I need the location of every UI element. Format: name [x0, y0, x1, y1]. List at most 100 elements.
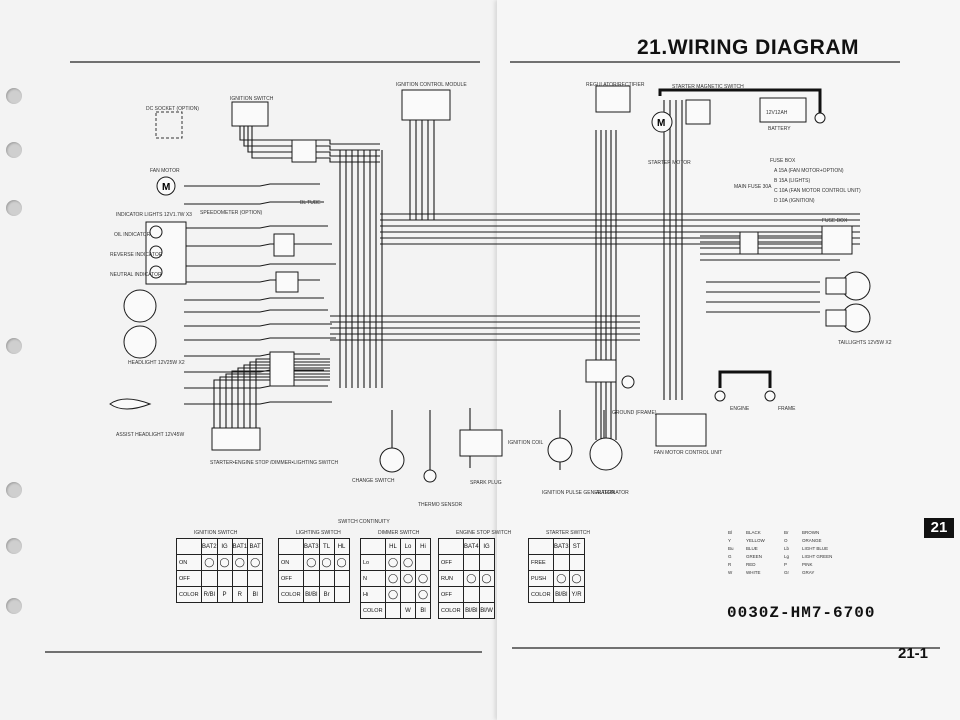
table-cell	[463, 554, 480, 571]
table-column-header: IG	[478, 538, 495, 555]
starter-motor-glyph: M	[657, 118, 665, 129]
connector-block	[739, 231, 759, 255]
fan-control-unit-block	[655, 413, 707, 447]
neutral-indicator-label: NEUTRAL INDICATOR	[110, 272, 162, 278]
legend-color-name: LIGHT GREEN	[802, 554, 833, 559]
table-corner-cell	[176, 538, 202, 555]
speedometer-label: SPEEDOMETER (OPTION)	[200, 210, 263, 216]
table-cell: Bl/Bl	[553, 586, 570, 603]
table-cell	[400, 586, 416, 603]
assist-headlight-label: ASSIST HEADLIGHT 12V45W	[116, 432, 185, 438]
legend-code: G	[728, 554, 732, 559]
oil-indicator-label: OIL INDICATOR	[114, 232, 151, 238]
binder-hole	[6, 482, 22, 498]
table-corner-cell	[278, 538, 304, 555]
bl-tube-label: BL TUBE	[300, 200, 321, 206]
continuity-dot: ◯	[201, 554, 218, 571]
continuity-dot: ◯	[568, 570, 585, 587]
table-column-header: BAT4	[463, 538, 480, 555]
switch-continuity-title: SWITCH CONTINUITY	[338, 519, 390, 525]
legend-code: O	[784, 538, 788, 543]
thermo-sensor-label: THERMO SENSOR	[418, 502, 463, 508]
table-row-label: PUSH	[528, 570, 554, 587]
continuity-dot: ◯	[553, 570, 570, 587]
table-column-header: TL	[318, 538, 335, 555]
table-cell: Bl/W	[478, 602, 495, 619]
table-cell	[333, 570, 350, 587]
battery-rating-label: 12V12AH	[766, 110, 788, 116]
continuity-dot: ◯	[303, 554, 320, 571]
ignition-pulse-generator-label: IGNITION PULSE GENERATOR	[542, 490, 615, 496]
fan-motor-symbol	[156, 176, 176, 196]
table-column-header: Hi	[415, 538, 431, 555]
spark-plug-label: SPARK PLUG	[470, 480, 502, 486]
binder-hole	[6, 142, 22, 158]
regulator-rectifier-label: REGULATOR/RECTIFIER	[586, 82, 645, 88]
component-wire	[184, 183, 320, 187]
table-row-label: ON	[176, 554, 202, 571]
table-row-label: COLOR	[176, 586, 202, 603]
thermo-sensor-symbol	[423, 469, 437, 483]
alternator-symbol	[589, 437, 623, 471]
component-wire	[184, 279, 320, 283]
legend-color-name: GREEN	[746, 554, 763, 559]
continuity-table-caption: ENGINE STOP SWITCH	[456, 530, 512, 536]
fan-motor-label: FAN MOTOR	[150, 168, 180, 174]
table-corner-cell	[528, 538, 554, 555]
fuse-d-label: D 10A (IGNITION)	[774, 198, 815, 204]
battery-label: BATTERY	[768, 126, 791, 132]
ignition-wire	[239, 122, 380, 145]
legend-color-name: LIGHT BLUE	[802, 546, 829, 551]
legend-code: Lb	[784, 546, 790, 551]
continuity-table-caption: DIMMER SWITCH	[378, 530, 420, 536]
table-column-header: BAT3	[303, 538, 320, 555]
continuity-dot: ◯	[216, 554, 233, 571]
switch-wire	[255, 358, 330, 430]
component-wire	[184, 353, 320, 357]
battery-block	[759, 97, 807, 123]
binder-hole	[6, 88, 22, 104]
legend-color-name: WHITE	[746, 570, 761, 575]
continuity-dot: ◯	[247, 554, 264, 571]
continuity-dot: ◯	[385, 586, 401, 603]
fuse-c-label: C 10A (FAN MOTOR CONTROL UNIT)	[774, 188, 861, 194]
table-cell	[216, 570, 233, 587]
continuity-dot: ◯	[463, 570, 480, 587]
table-column-header: HL	[333, 538, 350, 555]
table-cell: P	[216, 586, 233, 603]
connector-block	[275, 271, 299, 293]
table-cell	[231, 570, 249, 587]
legend-code: Lg	[784, 554, 790, 559]
ignition-switch-label: IGNITION SWITCH	[230, 96, 274, 102]
component-wire	[184, 385, 328, 389]
legend-color-name: ORANGE	[802, 538, 822, 543]
continuity-dot: ◯	[318, 554, 335, 571]
regulator-rectifier-block	[595, 85, 631, 113]
taillight-socket	[825, 277, 847, 295]
table-row-label: COLOR	[278, 586, 304, 603]
continuity-table-caption: IGNITION SWITCH	[194, 530, 238, 536]
legend-color-name: RED	[746, 562, 756, 567]
table-row-label: OFF	[438, 554, 464, 571]
table-row: Lo◯◯	[360, 554, 431, 571]
table-cell	[463, 586, 480, 603]
continuity-table-caption: STARTER SWITCH	[546, 530, 590, 536]
table-row: Hi◯◯	[360, 586, 431, 603]
table-row-label: ON	[278, 554, 304, 571]
fuse-box-2-label: FUSE BOX	[822, 218, 848, 224]
starter-motor-label: STARTER MOTOR	[648, 160, 691, 166]
table-cell	[415, 554, 431, 571]
continuity-table-caption: LIGHTING SWITCH	[296, 530, 341, 536]
table-cell	[478, 586, 495, 603]
section-tab: 21	[924, 518, 954, 538]
alternator-label: ALTERNATOR	[596, 490, 629, 496]
fuse-box-label: FUSE BOX	[770, 158, 796, 164]
battery-ground	[814, 112, 826, 124]
continuity-dot: ◯	[478, 570, 495, 587]
legend-color-name: PINK	[802, 562, 813, 567]
